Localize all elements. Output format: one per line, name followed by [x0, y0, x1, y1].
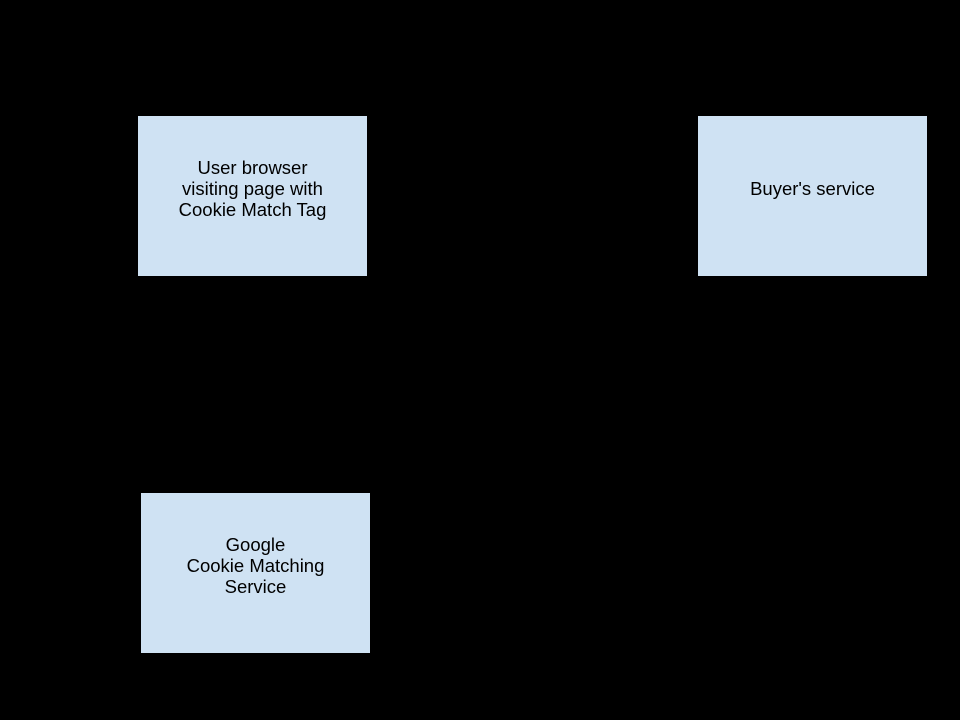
node-label-line: User browser	[197, 156, 308, 178]
node-label-line: Google	[225, 533, 286, 555]
node-google-cookie-matching-service: Google Cookie Matching Service	[140, 492, 371, 654]
node-user-browser: User browser visiting page with Cookie M…	[137, 115, 368, 277]
node-label-line: Service	[224, 575, 287, 597]
node-label-line: Buyer's service	[750, 177, 875, 199]
node-label-line: Cookie Match Tag	[178, 198, 327, 220]
node-label-line: visiting page with	[182, 177, 323, 199]
node-label-line: Cookie Matching	[186, 554, 325, 576]
node-google-cookie-matching-service-label: Google Cookie Matching Service	[141, 534, 370, 597]
node-user-browser-label: User browser visiting page with Cookie M…	[138, 157, 367, 220]
node-buyers-service: Buyer's service	[697, 115, 928, 277]
node-buyers-service-label: Buyer's service	[698, 178, 927, 199]
